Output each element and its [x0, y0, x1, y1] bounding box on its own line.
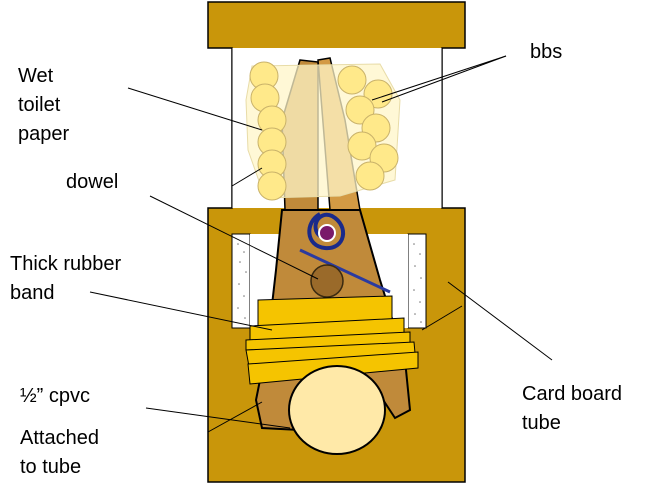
label-thick-rubber-band: Thick rubber band [10, 253, 122, 304]
label-card-board-tube: Card board tube [522, 383, 623, 434]
leader-attached [207, 401, 263, 433]
label-bbs: bbs [530, 41, 563, 63]
leader-bbs-1 [371, 55, 507, 101]
inner-tube-right-wall [407, 233, 427, 329]
inner-tube-left-wall [231, 233, 251, 329]
bb [337, 65, 367, 95]
leader-card-board-tube-1 [447, 281, 553, 361]
leader-dowel [149, 195, 319, 280]
spring-wire [307, 212, 346, 251]
bb [257, 171, 287, 201]
leader-bbs-2 [381, 55, 507, 103]
label-dowel: dowel [66, 171, 119, 193]
leader-tube-top [231, 167, 263, 187]
cpvc-pipe [288, 365, 386, 455]
leader-card-board-tube-2 [421, 305, 463, 331]
dowel [310, 264, 344, 298]
leader-lines [89, 55, 553, 433]
bbs [249, 61, 399, 201]
label-wet-toilet-paper: Wet toilet paper [18, 65, 70, 145]
bb [355, 161, 385, 191]
thick-rubber-band [245, 295, 419, 385]
leader-rubber-band [89, 291, 273, 331]
leader-cpvc [145, 407, 291, 429]
label-attached-to-tube: Attached to tube [20, 427, 99, 478]
label-half-inch-cpvc: ½” cpvc [20, 385, 91, 407]
leader-wet-toilet-paper [127, 87, 263, 131]
stipple [237, 243, 422, 323]
firing-pin-head [318, 224, 336, 242]
spring-lever [299, 248, 391, 294]
